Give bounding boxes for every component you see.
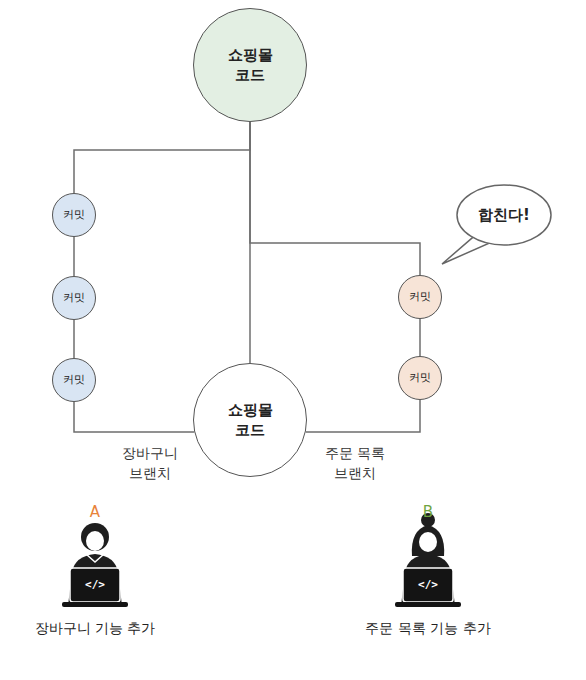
developer-b-figure xyxy=(395,513,461,607)
branch-name: 장바구니 브랜치 xyxy=(112,443,188,484)
speech-bubble: 합친다! xyxy=(456,184,552,246)
branch-line xyxy=(306,400,420,432)
person-body xyxy=(401,554,455,606)
person-head xyxy=(81,523,109,551)
bubble-body xyxy=(457,185,551,245)
laptop xyxy=(403,568,453,602)
developer-task: 주문 목록 기능 추가 xyxy=(343,618,513,638)
node-text: 커밋 xyxy=(63,208,85,223)
laptop xyxy=(70,568,120,602)
commit-circle: 커밋 xyxy=(52,193,96,237)
branch-line xyxy=(74,402,194,432)
laptop-base xyxy=(62,602,128,607)
merged-code-circle: 쇼핑몰 코드 xyxy=(193,363,307,477)
developer-letter: B xyxy=(413,502,443,524)
commit-circle: 커밋 xyxy=(52,358,96,402)
node-text: 커밋 xyxy=(409,290,431,305)
node-text: 커밋 xyxy=(409,371,431,386)
branch-line xyxy=(74,122,250,193)
commit-circle: 커밋 xyxy=(398,275,442,319)
node-text: 쇼핑몰 코드 xyxy=(220,400,280,441)
node-text: 커밋 xyxy=(63,373,85,388)
code-symbol: </> xyxy=(406,577,450,593)
person-face xyxy=(86,531,104,551)
code-symbol: </> xyxy=(73,577,117,593)
developer-letter: A xyxy=(80,502,110,524)
branch-line xyxy=(419,319,421,356)
node-text: 쇼핑몰 코드 xyxy=(220,45,280,86)
person-face xyxy=(419,532,437,552)
commit-circle: 커밋 xyxy=(52,276,96,320)
branch-line xyxy=(250,122,420,275)
person-collar xyxy=(86,554,104,562)
person-body xyxy=(68,554,122,606)
node-text: 합친다! xyxy=(478,205,530,225)
node-text: 커밋 xyxy=(63,291,85,306)
branch-name: 주문 목록 브랜치 xyxy=(317,443,393,484)
person-hair xyxy=(412,525,444,556)
branch-line xyxy=(73,320,75,358)
developer-task: 장바구니 기능 추가 xyxy=(10,618,180,638)
commit-circle: 커밋 xyxy=(398,356,442,400)
branch-line xyxy=(73,237,75,276)
developer-a-figure xyxy=(62,523,128,607)
main-code-circle: 쇼핑몰 코드 xyxy=(193,8,307,122)
laptop-base xyxy=(395,602,461,607)
